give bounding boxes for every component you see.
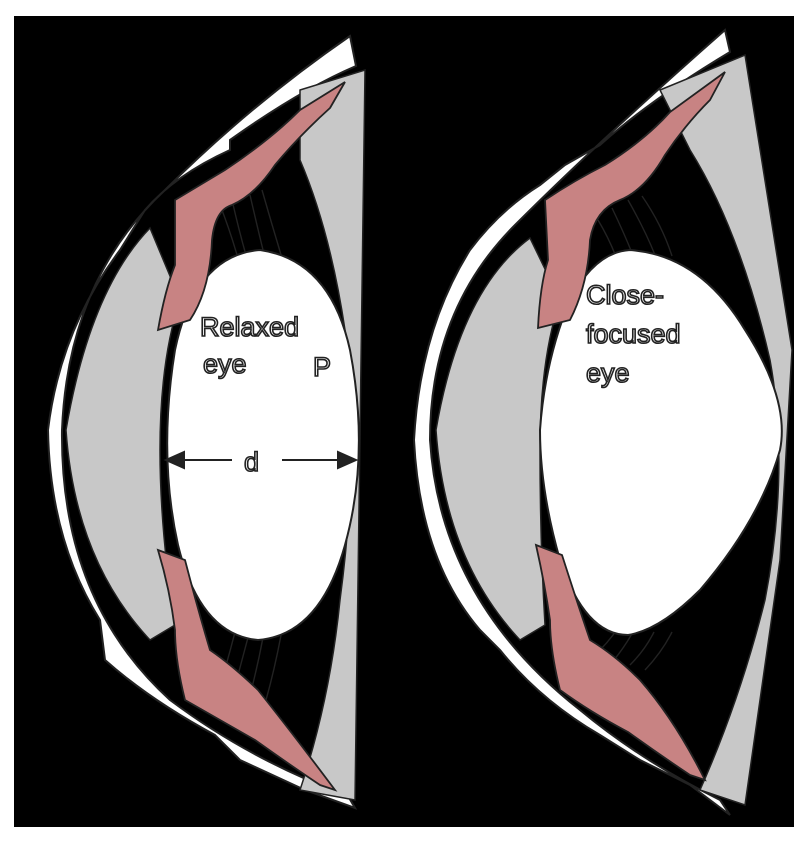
relaxed-label-line2: eye — [203, 349, 247, 379]
close-focused-label-line1: Close- — [586, 280, 664, 310]
point-p-label: P — [313, 352, 331, 382]
close-focused-label-line3: eye — [586, 358, 630, 388]
distance-d-label: d — [244, 447, 259, 477]
close-focused-label-line2: focused — [586, 319, 681, 349]
relaxed-label-line1: Relaxed — [200, 312, 299, 342]
